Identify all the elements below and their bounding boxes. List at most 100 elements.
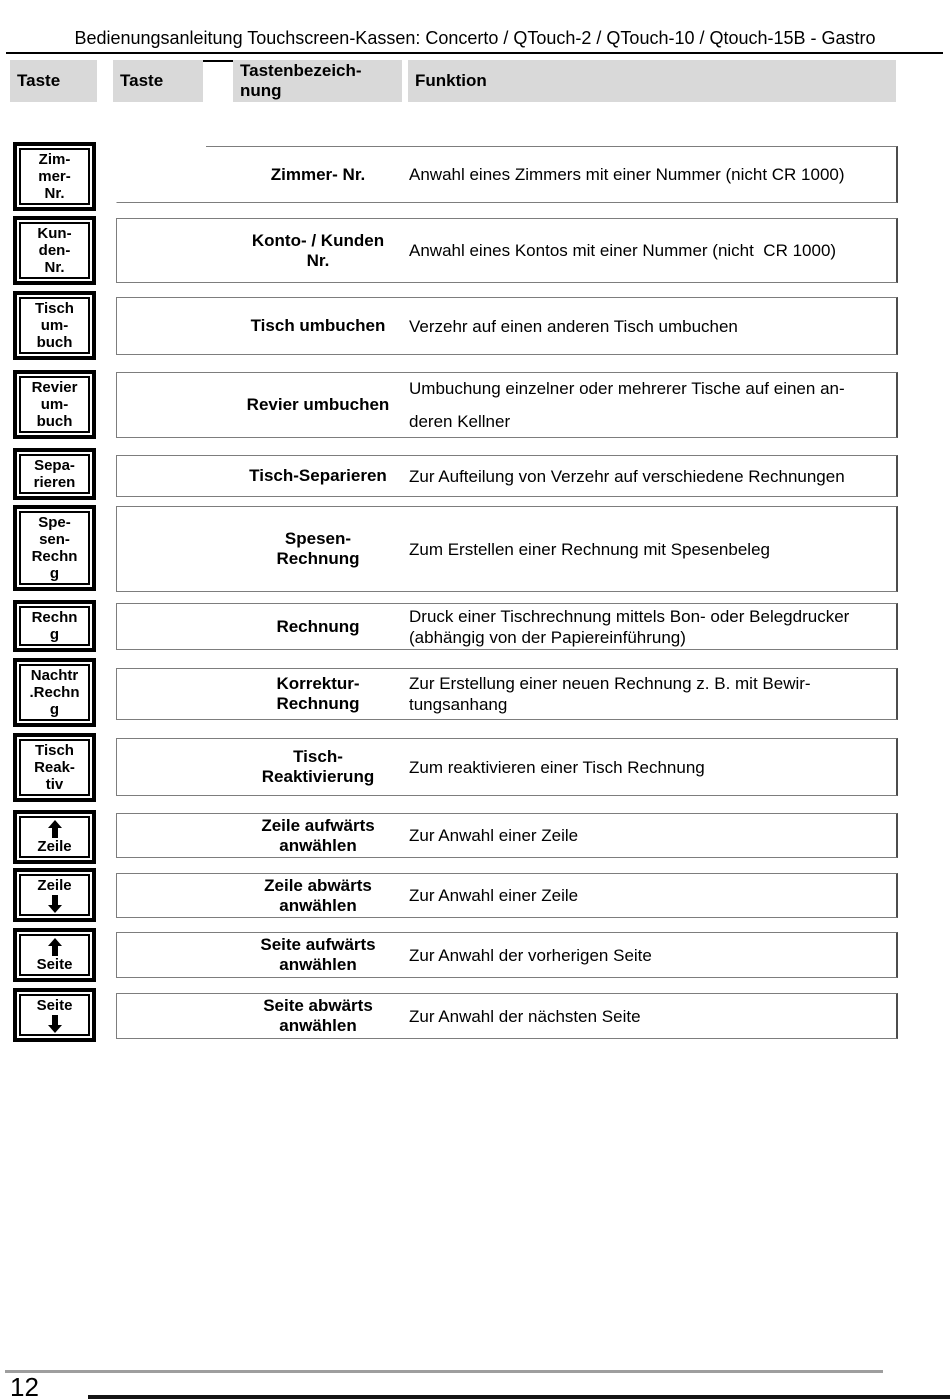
- key-name-line: Tisch-: [293, 747, 343, 766]
- key-name-line: Seite abwärts: [263, 996, 373, 1015]
- key-function-cell: Zur Anwahl der vorherigen Seite: [403, 933, 896, 977]
- row-box: Tisch-Reaktivierung Zum reaktivieren ein…: [116, 738, 898, 796]
- key-label-line: Tisch: [35, 300, 74, 317]
- key-name-line: anwählen: [279, 835, 357, 855]
- key-name-line: Zeile abwärts: [264, 875, 372, 895]
- key-label-line: Seite: [36, 997, 73, 1014]
- key-button: Seite: [13, 988, 96, 1042]
- key-function-line: Zur Anwahl der vorherigen Seite: [409, 945, 652, 965]
- key-function-cell: Zur Anwahl einer Zeile: [403, 814, 896, 857]
- key-name-line: Rechnung: [276, 616, 360, 636]
- key-button-face: Kun-den-Nr.: [19, 222, 90, 279]
- column-header-3: Funktion: [408, 60, 896, 102]
- arrow-up-icon: [47, 820, 62, 838]
- key-button: Seite: [13, 928, 96, 982]
- key-function-cell: Zum reaktivieren einer Tisch Rechnung: [403, 739, 896, 795]
- key-button-face: Zim-mer-Nr.: [19, 148, 90, 205]
- key-label-line: Zeile: [37, 838, 72, 855]
- column-header-2: Tastenbezeich-nung: [233, 60, 402, 102]
- key-function-cell: Zur Erstellung einer neuen Rechnung z. B…: [403, 669, 896, 719]
- key-label-line: Rechn: [31, 548, 78, 565]
- key-function-line: Zum Erstellen einer Rechnung mit Spesenb…: [409, 539, 770, 559]
- page-number: 12: [10, 1372, 39, 1399]
- key-name-cell: Rechnung: [117, 617, 403, 637]
- row-box: Rechnung Druck einer Tischrechnung mitte…: [116, 603, 898, 650]
- key-label-line: sen-: [39, 531, 70, 548]
- key-label-line: buch: [36, 334, 73, 351]
- key-function-line: deren Kellner: [409, 412, 511, 431]
- key-name-line: Reaktivierung: [261, 767, 375, 786]
- key-label-line: tiv: [45, 776, 64, 793]
- key-button-face: Zeile: [19, 874, 90, 916]
- row-box: Spesen-Rechnung Zum Erstellen einer Rech…: [116, 506, 898, 592]
- column-header-1: Taste: [113, 60, 203, 102]
- key-label-line: Zim-: [38, 151, 71, 168]
- column-header-line: Tastenbezeich-: [240, 61, 362, 80]
- key-label-line: Zeile: [37, 877, 72, 894]
- key-function-line: (abhängig von der Papiereinführung): [409, 627, 686, 647]
- key-button: Sepa-rieren: [13, 448, 96, 500]
- arrow-down-icon: [47, 1015, 62, 1033]
- key-name-line: Nr.: [306, 250, 330, 270]
- key-label-line: um-: [40, 317, 69, 334]
- key-label-line: rieren: [33, 474, 76, 491]
- key-function-cell: Umbuchung einzelner oder mehrerer Tische…: [403, 373, 896, 437]
- key-name-cell: Revier umbuchen: [117, 395, 403, 415]
- key-label-line: Tisch: [35, 742, 74, 759]
- column-header-line: Funktion: [415, 71, 487, 90]
- row-box: Tisch-Separieren Zur Aufteilung von Verz…: [116, 455, 898, 497]
- key-name-line: Seite aufwärts: [260, 935, 376, 954]
- key-function-line: Zur Erstellung einer neuen Rechnung z. B…: [409, 674, 811, 693]
- key-label-line: Nachtr: [30, 667, 79, 684]
- row-box: Tisch umbuchen Verzehr auf einen anderen…: [116, 297, 898, 355]
- footer-rule: [5, 1370, 883, 1373]
- key-name-line: Tisch-Separieren: [249, 466, 387, 485]
- key-button-face: Sepa-rieren: [19, 454, 90, 494]
- key-label-line: g: [49, 565, 60, 582]
- key-name-line: Revier umbuchen: [246, 395, 390, 414]
- key-function-cell: Anwahl eines Zimmers mit einer Nummer (n…: [403, 147, 896, 202]
- key-label-line: Kun-: [37, 225, 72, 242]
- key-label-line: mer-: [38, 168, 71, 185]
- key-button-face: Seite: [19, 934, 90, 976]
- key-function-line: Verzehr auf einen anderen Tisch umbuchen: [409, 316, 738, 336]
- column-header-0: Taste: [10, 60, 97, 102]
- key-name-line: Rechnung: [276, 549, 360, 568]
- key-label-line: um-: [40, 396, 69, 413]
- key-function-line: Umbuchung einzelner oder mehrerer Tische…: [409, 379, 845, 398]
- header-gap-1: [97, 60, 113, 102]
- key-label-line: .Rechn: [29, 684, 80, 701]
- key-name-cell: Tisch umbuchen: [117, 316, 403, 336]
- header-gap-2: [203, 60, 233, 62]
- key-name-line: Zeile aufwärts: [261, 815, 375, 835]
- key-function-line: Zur Anwahl einer Zeile: [409, 886, 579, 905]
- key-button: Zim-mer-Nr.: [13, 142, 96, 211]
- key-label-line: Revier: [31, 379, 78, 396]
- arrow-up-icon: [47, 938, 62, 956]
- key-label-line: Sepa-: [34, 457, 75, 474]
- key-label-line: Rechn: [31, 609, 78, 626]
- key-name-line: Rechnung: [276, 694, 360, 713]
- key-button-face: Zeile: [19, 816, 90, 858]
